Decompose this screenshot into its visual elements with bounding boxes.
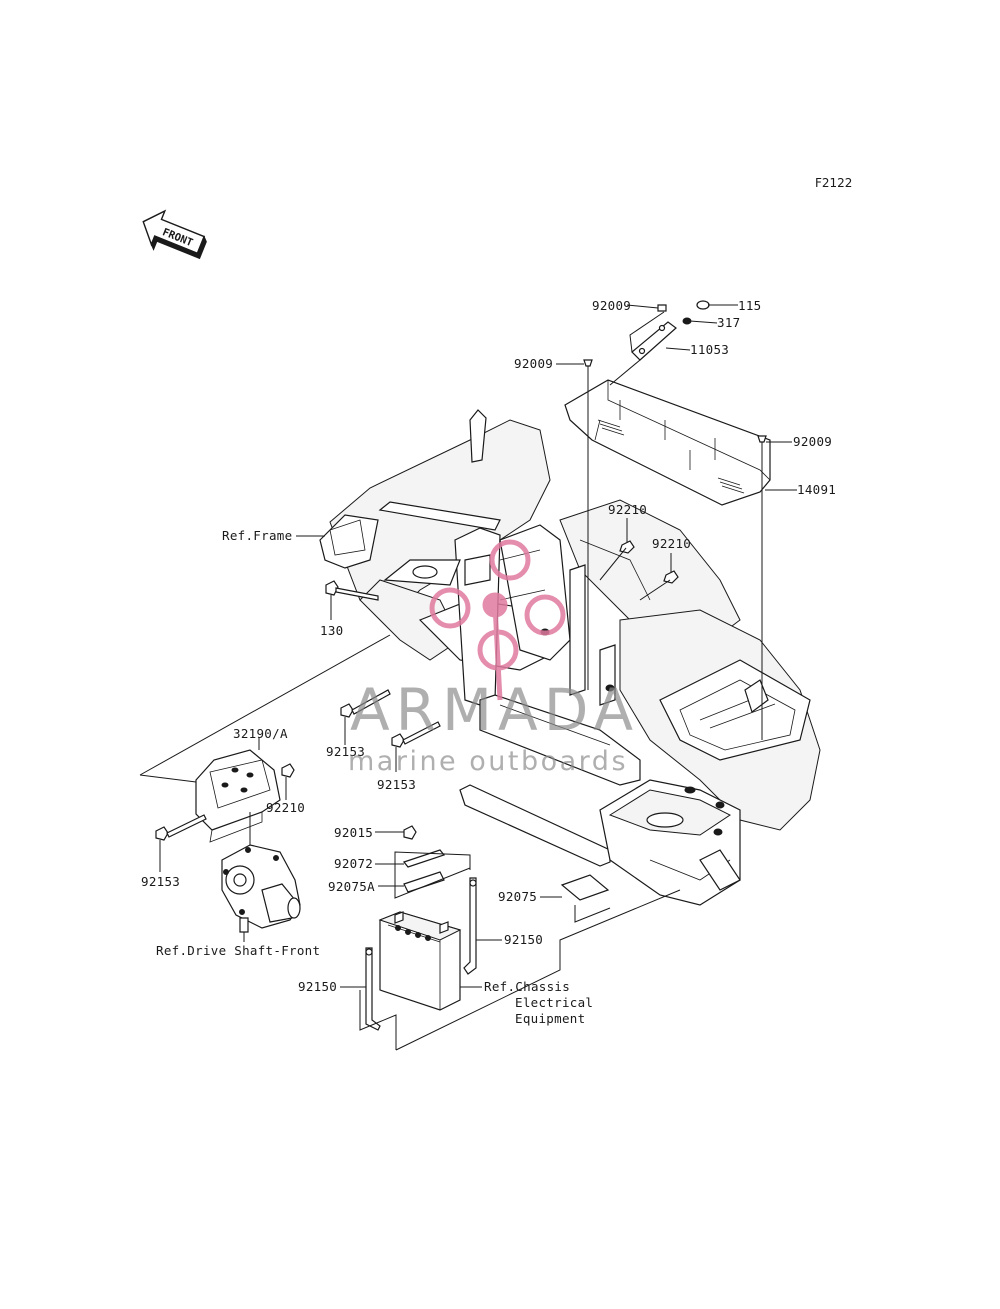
nut-92210-a	[619, 540, 635, 554]
vent-grille	[597, 419, 745, 494]
drive-shaft-front	[221, 844, 301, 933]
bolt-130	[325, 580, 379, 601]
label-317: 317	[717, 315, 740, 330]
bolt-92153-b	[391, 721, 441, 748]
pad-92075	[560, 874, 610, 901]
bolt-92153-c	[155, 814, 207, 841]
battery	[378, 911, 462, 1011]
battery-band-92150-b	[365, 947, 381, 1031]
label-ref-chassis-1: Ref.Chassis	[484, 979, 570, 994]
label-ref-chassis-2: Electrical	[515, 995, 593, 1010]
label-92015: 92015	[334, 825, 373, 840]
label-92150-b: 92150	[298, 979, 337, 994]
main-frame	[319, 409, 821, 906]
label-92075a: 92075A	[328, 879, 375, 894]
mount-bracket-32190a	[195, 749, 281, 843]
bracket-11053	[631, 321, 677, 361]
label-92150-a: 92150	[504, 932, 543, 947]
nut-92210-b	[663, 570, 679, 584]
label-92153-a: 92153	[326, 744, 365, 759]
bolt-92153-a	[340, 689, 391, 718]
pad-92075a	[403, 871, 445, 893]
label-92009-right: 92009	[793, 434, 832, 449]
watermark: ARMADA marine outboards	[348, 539, 639, 777]
label-92210-c: 92210	[266, 800, 305, 815]
nut-92015	[403, 825, 417, 840]
figure-code: F2122	[815, 176, 852, 190]
battery-band-92150-a	[463, 877, 477, 975]
screw-92009-mid	[583, 359, 593, 367]
label-ref-drive-shaft: Ref.Drive Shaft-Front	[156, 943, 320, 958]
cover-plate-14091	[564, 379, 771, 506]
label-14091: 14091	[797, 482, 836, 497]
label-92009-mid: 92009	[514, 356, 553, 371]
plate-92072	[402, 849, 446, 868]
nut-92210-c	[281, 763, 295, 778]
label-115: 115	[738, 298, 761, 313]
bolt-115	[696, 300, 710, 310]
label-92009-top: 92009	[592, 298, 631, 313]
label-32190a: 32190/A	[233, 726, 288, 741]
watermark-brand: ARMADA	[350, 676, 639, 744]
screw-92009-right	[757, 435, 767, 443]
watermark-logo-icon	[429, 539, 566, 701]
label-ref-frame: Ref.Frame	[222, 528, 292, 543]
label-92075: 92075	[498, 889, 537, 904]
label-130: 130	[320, 623, 343, 638]
washer-317	[682, 317, 692, 325]
label-92072: 92072	[334, 856, 373, 871]
part-labels: 92009 115 317 11053 92009 92009 14091 Re…	[141, 298, 836, 1026]
label-ref-chassis-3: Equipment	[515, 1011, 585, 1026]
label-92210-a: 92210	[608, 502, 647, 517]
label-92153-c: 92153	[141, 874, 180, 889]
watermark-tagline: marine outboards	[348, 746, 628, 777]
label-92210-b: 92210	[652, 536, 691, 551]
label-92153-b: 92153	[377, 777, 416, 792]
label-11053: 11053	[690, 342, 729, 357]
front-arrow-icon: FRONT	[142, 209, 207, 260]
screw-92009-top	[657, 304, 667, 312]
leader-lines	[139, 304, 797, 1051]
